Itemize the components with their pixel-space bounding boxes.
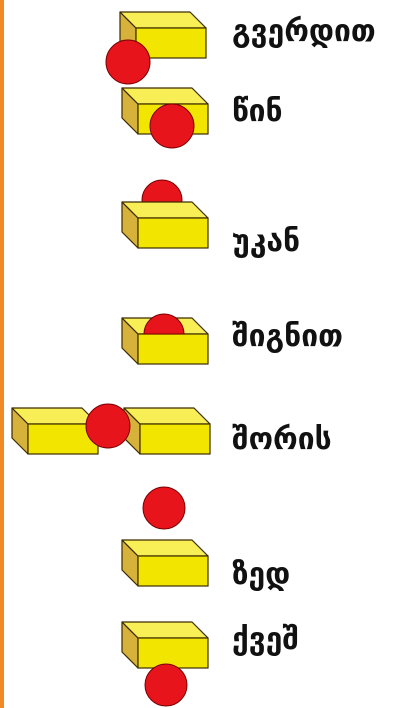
yellow-box-right xyxy=(124,408,210,454)
red-ball xyxy=(106,40,150,84)
ball-circle xyxy=(150,104,194,148)
box-top-face xyxy=(122,622,208,638)
red-ball xyxy=(143,487,185,529)
box-front-face xyxy=(138,638,208,668)
box-top-face xyxy=(122,202,208,218)
illustration-on-top xyxy=(122,487,208,586)
box-front-face xyxy=(138,334,208,364)
word-inside: შიგნით xyxy=(232,322,343,352)
box-front-face xyxy=(138,556,208,586)
box-top-face xyxy=(122,540,208,556)
word-in-front: წინ xyxy=(232,97,283,127)
red-ball xyxy=(145,664,187,706)
illustration-beside xyxy=(106,12,206,84)
word-on-top: ზედ xyxy=(232,560,290,590)
yellow-box xyxy=(122,202,208,248)
word-behind: უკან xyxy=(232,227,300,257)
box-front-face xyxy=(138,218,208,248)
red-ball xyxy=(150,104,194,148)
box-top-face xyxy=(122,88,208,104)
word-beside: გვერდით xyxy=(232,17,376,47)
illustration-in-front xyxy=(122,88,208,148)
ball-circle xyxy=(145,664,187,706)
ball-circle xyxy=(143,487,185,529)
word-between: შორის xyxy=(232,425,332,455)
illustration-inside xyxy=(122,314,208,364)
box-top-face xyxy=(124,408,210,424)
ball-circle xyxy=(106,40,150,84)
box-top-face xyxy=(120,12,206,28)
yellow-box xyxy=(122,622,208,668)
yellow-box-left xyxy=(12,408,98,454)
red-ball-inside xyxy=(144,314,184,334)
box-top-face xyxy=(12,408,98,424)
box-front-face xyxy=(140,424,210,454)
ball-circle xyxy=(86,404,130,448)
word-under: ქვეშ xyxy=(232,625,299,655)
illustration-between xyxy=(12,404,210,454)
illustration-behind xyxy=(122,180,208,248)
yellow-box xyxy=(122,314,208,364)
yellow-box xyxy=(122,540,208,586)
illustration-under xyxy=(122,622,208,706)
red-ball xyxy=(86,404,130,448)
